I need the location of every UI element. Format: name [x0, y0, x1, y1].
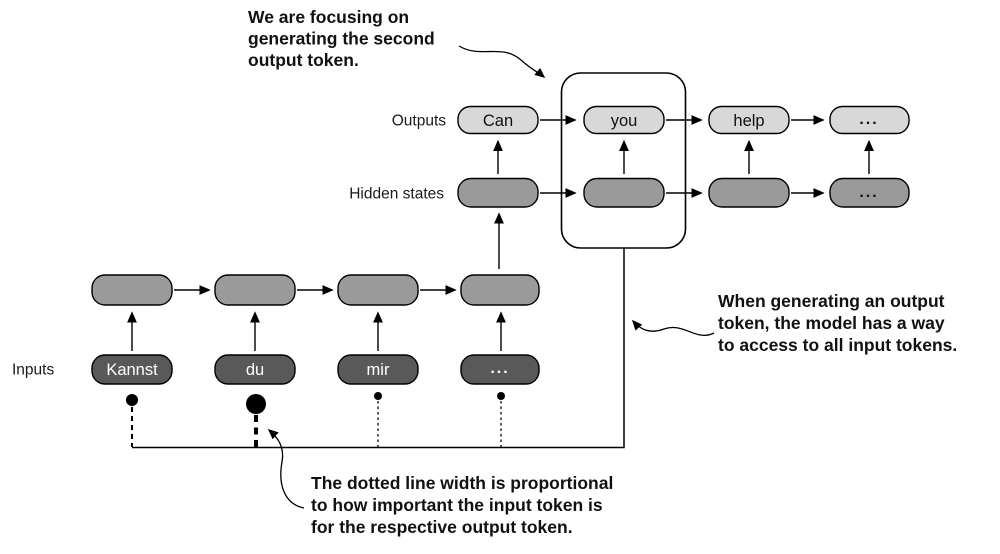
output-token-label: help — [733, 112, 764, 130]
encoder-state-box — [214, 274, 296, 306]
input-token-box — [91, 354, 173, 385]
attention-weight-dot — [246, 394, 266, 414]
output-token-box — [457, 105, 539, 135]
annotation-focus-line: We are focusing on — [248, 7, 409, 27]
hidden-state-box — [457, 177, 539, 208]
annotation-dotted-line: for the respective output token. — [311, 517, 573, 537]
annotation-focus-line: output token. — [248, 50, 359, 70]
output-token-label: you — [611, 112, 638, 130]
outputs-row-label: Outputs — [392, 113, 447, 130]
output-token-box — [829, 105, 910, 135]
input-token-label: ... — [490, 360, 509, 377]
attention-weight-dot — [126, 394, 138, 406]
attention-weight-dot — [497, 392, 505, 400]
input-token-label: mir — [367, 361, 390, 379]
encoder-state-box — [337, 274, 419, 306]
input-token-box — [460, 354, 540, 385]
encoder-state-box — [460, 274, 540, 306]
annotation-dotted-line: to how important the input token is — [311, 495, 603, 515]
attention-weight-dot — [374, 392, 382, 400]
annotation-dotted-arrow — [267, 428, 305, 509]
encoder-state-box — [91, 274, 173, 306]
hidden-state-box — [583, 177, 665, 208]
hidden-state-ellipsis-label: ... — [859, 184, 878, 201]
input-token-label: du — [246, 361, 264, 379]
attention-access-line — [132, 248, 625, 449]
annotation-access-arrow — [631, 319, 715, 336]
inputs-row-label: Inputs — [12, 362, 54, 379]
annotation-focus-arrow — [458, 45, 546, 78]
output-token-box — [708, 105, 790, 135]
output-token-label: Can — [483, 112, 513, 130]
hidden-state-box — [708, 177, 790, 208]
output-token-box — [583, 105, 665, 135]
input-token-box — [337, 354, 419, 385]
annotation-access-line: When generating an output — [718, 291, 945, 311]
output-token-label: ... — [859, 111, 878, 128]
annotation-focus-line: generating the second — [248, 29, 435, 49]
input-token-box — [214, 354, 296, 385]
annotation-dotted-line: The dotted line width is proportional — [311, 473, 613, 493]
hidden-states-row-label: Hidden states — [349, 186, 444, 203]
annotation-access-line: to access to all input tokens. — [718, 335, 957, 355]
annotation-access-line: token, the model has a way — [718, 313, 945, 333]
input-token-label: Kannst — [106, 361, 158, 379]
hidden-state-box — [829, 177, 910, 208]
